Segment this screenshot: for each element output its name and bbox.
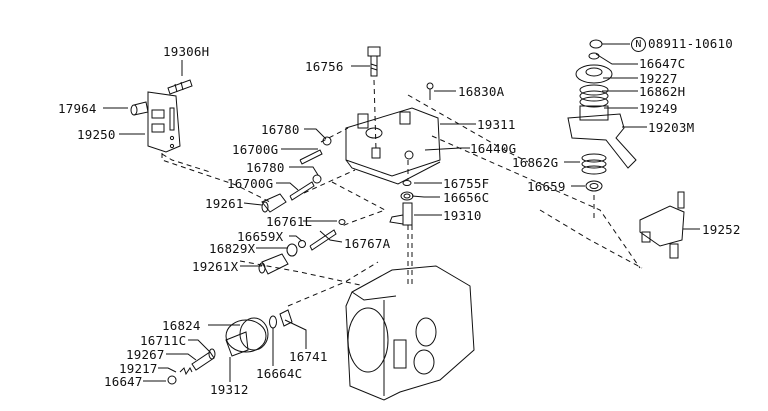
part-label-19312[interactable]: 19312	[210, 382, 249, 397]
part-16761E-oring	[338, 219, 346, 225]
part-16647C-washer	[588, 52, 600, 60]
part-19252-lever-assembly	[639, 191, 685, 259]
part-label-19250[interactable]: 19250	[77, 127, 116, 142]
part-label-16756[interactable]: 16756	[305, 59, 344, 74]
part-19261X-valve	[258, 253, 289, 275]
part-16700G-screws	[289, 149, 323, 201]
part-19249-seat	[579, 105, 609, 121]
part-08911-nut	[589, 39, 603, 49]
part-19203M-lever	[567, 113, 637, 169]
part-16647-cap	[167, 375, 177, 385]
part-label-16755F[interactable]: 16755F	[443, 176, 490, 191]
assembly-lines	[161, 79, 643, 307]
leader-lines	[103, 43, 700, 382]
part-label-16656C[interactable]: 16656C	[443, 190, 490, 205]
part-label-16647C[interactable]: 16647C	[639, 56, 686, 71]
part-number-text: 08911-10610	[648, 36, 733, 51]
part-16440G-governor-cover	[345, 107, 441, 185]
part-19227-seat	[575, 64, 613, 84]
part-19312-roller	[225, 331, 249, 357]
part-label-16862G[interactable]: 16862G	[512, 155, 559, 170]
part-label-16761E[interactable]: 16761E	[266, 214, 313, 229]
part-label-19203M[interactable]: 19203M	[648, 120, 695, 135]
part-label-16659[interactable]: 16659	[527, 179, 566, 194]
part-label-19252[interactable]: 19252	[702, 222, 741, 237]
part-label-16700G-lower[interactable]: 16700G	[227, 176, 274, 191]
part-19310-solenoid	[389, 202, 413, 226]
part-pump-body	[345, 265, 475, 401]
part-16664C-washer	[269, 315, 277, 329]
part-label-19217[interactable]: 19217	[119, 361, 158, 376]
part-16741-plate	[279, 309, 293, 327]
part-16780-gaskets	[312, 136, 332, 184]
part-label-16862H[interactable]: 16862H	[639, 84, 686, 99]
part-label-19310[interactable]: 19310	[443, 208, 482, 223]
part-label-19261[interactable]: 19261	[205, 196, 244, 211]
part-label-16711C[interactable]: 16711C	[140, 333, 187, 348]
n-symbol-icon: N	[631, 37, 646, 52]
part-label-16829X[interactable]: 16829X	[209, 241, 256, 256]
part-16824-cam-plate	[225, 317, 269, 353]
part-16755F-oring	[402, 180, 412, 186]
part-label-19306H[interactable]: 19306H	[163, 44, 210, 59]
part-label-19311[interactable]: 19311	[477, 117, 516, 132]
part-16862H-spring	[579, 84, 609, 108]
part-16659-washer	[585, 180, 603, 192]
part-19267-shaft	[191, 351, 215, 371]
part-label-16700G-upper[interactable]: 16700G	[232, 142, 279, 157]
part-16830A-screw	[426, 82, 434, 100]
part-label-16664C[interactable]: 16664C	[256, 366, 303, 381]
part-label-16780-upper[interactable]: 16780	[261, 122, 300, 137]
part-16656C-washer	[400, 191, 414, 201]
part-label-16440G[interactable]: 16440G	[470, 141, 517, 156]
part-label-16741[interactable]: 16741	[289, 349, 328, 364]
part-label-19267[interactable]: 19267	[126, 347, 165, 362]
part-19250-bracket	[147, 91, 181, 153]
part-16659X-washer	[298, 240, 306, 248]
part-19306H-screw	[167, 79, 193, 95]
part-17964-plug	[130, 101, 149, 116]
part-label-16780-lower[interactable]: 16780	[246, 160, 285, 175]
part-label-19261X[interactable]: 19261X	[192, 259, 239, 274]
part-label-17964[interactable]: 17964	[58, 101, 97, 116]
part-label-16767A[interactable]: 16767A	[344, 236, 391, 251]
part-label-16824[interactable]: 16824	[162, 318, 201, 333]
part-16829X-nut	[286, 243, 298, 257]
part-label-16830A[interactable]: 16830A	[458, 84, 505, 99]
part-label-16647[interactable]: 16647	[104, 374, 143, 389]
part-16756-bolt	[367, 46, 381, 77]
part-label-19227[interactable]: 19227	[639, 71, 678, 86]
part-19261-valve	[261, 193, 287, 213]
part-label-19249[interactable]: 19249	[639, 101, 678, 116]
part-16862G-spring	[581, 153, 607, 175]
part-label-16659X[interactable]: 16659X	[237, 229, 284, 244]
part-16767A-screw	[309, 229, 337, 251]
part-19217-spring	[179, 367, 193, 376]
